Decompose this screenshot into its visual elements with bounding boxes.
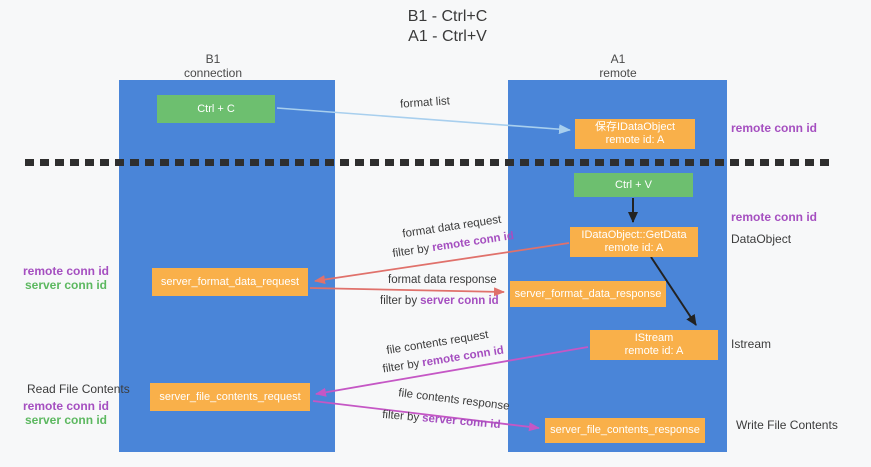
getdata-line2: remote id: A bbox=[604, 242, 664, 254]
lifeline-header-b1: B1 connection bbox=[153, 52, 273, 80]
server-format-data-response-box: server_format_data_response bbox=[510, 281, 666, 307]
left-server-conn-id-top-label: server conn id bbox=[24, 278, 108, 292]
left-conn-id-bottom-group: remote conn id server conn id bbox=[20, 399, 112, 427]
right-remote-conn-id-top-label: remote conn id bbox=[731, 121, 818, 135]
ctrl-c-action-box: Ctrl + C bbox=[157, 95, 275, 123]
filter-by-text: filter by bbox=[391, 242, 431, 260]
left-remote-conn-id-top-label: remote conn id bbox=[22, 264, 109, 278]
server-file-contents-request-box: server_file_contents_request bbox=[150, 383, 310, 411]
lifeline-a1-name: A1 bbox=[610, 52, 626, 66]
left-remote-conn-id-bottom-label: remote conn id bbox=[22, 399, 109, 413]
left-conn-id-top-group: remote conn id server conn id bbox=[20, 264, 112, 292]
istream-side-label: Istream bbox=[731, 337, 772, 351]
istream-line1: IStream bbox=[634, 332, 674, 344]
file-contents-response-label: file contents response bbox=[397, 387, 511, 413]
phase-divider-dashed-line bbox=[25, 159, 830, 166]
lifeline-a1-role: remote bbox=[599, 66, 637, 80]
getdata-line1: IDataObject::GetData bbox=[581, 229, 687, 241]
format-list-label: format list bbox=[399, 95, 451, 111]
filter-by-text: filter by bbox=[381, 408, 420, 425]
ctrl-c-label: Ctrl + C bbox=[197, 102, 235, 115]
filter-by-text: filter by bbox=[381, 357, 421, 376]
dataobject-label: DataObject bbox=[731, 232, 792, 246]
diagram-title: B1 - Ctrl+C A1 - Ctrl+V bbox=[355, 7, 540, 47]
write-file-contents-label: Write File Contents bbox=[736, 418, 838, 432]
lifeline-b1-name: B1 bbox=[205, 52, 221, 66]
server-file-contents-response-label: server_file_contents_response bbox=[550, 424, 700, 436]
ctrl-v-label: Ctrl + V bbox=[615, 178, 652, 191]
right-remote-conn-id-mid-label: remote conn id bbox=[731, 210, 818, 224]
server-format-data-request-label: server_format_data_request bbox=[160, 275, 300, 288]
save-idataobject-line2: remote id: A bbox=[605, 134, 665, 146]
title-line-2: A1 - Ctrl+V bbox=[408, 28, 487, 45]
save-idataobject-box: 保存IDataObject remote id: A bbox=[575, 119, 695, 149]
server-format-data-response-label: server_format_data_response bbox=[514, 287, 662, 300]
save-idataobject-line1: 保存IDataObject bbox=[594, 121, 676, 133]
left-server-conn-id-bottom-label: server conn id bbox=[24, 413, 108, 427]
filter-by-text: filter by bbox=[380, 295, 418, 307]
server-file-contents-response-box: server_file_contents_response bbox=[545, 418, 705, 443]
arrow-format-data-response bbox=[309, 287, 505, 297]
read-file-contents-label: Read File Contents bbox=[27, 382, 130, 396]
server-conn-id-text: server conn id bbox=[420, 295, 499, 307]
server-file-contents-request-label: server_file_contents_request bbox=[159, 390, 301, 403]
format-data-response-label: format data response bbox=[388, 274, 497, 286]
server-conn-id-text: server conn id bbox=[421, 412, 502, 432]
title-line-1: B1 - Ctrl+C bbox=[407, 8, 488, 25]
lifeline-b1-role: connection bbox=[183, 66, 243, 80]
istream-line2: remote id: A bbox=[624, 345, 684, 357]
lifeline-header-a1: A1 remote bbox=[558, 52, 678, 80]
server-format-data-request-box: server_format_data_request bbox=[152, 268, 308, 296]
idataobject-getdata-box: IDataObject::GetData remote id: A bbox=[570, 227, 698, 257]
ctrl-v-action-box: Ctrl + V bbox=[574, 173, 693, 197]
istream-box: IStream remote id: A bbox=[590, 330, 718, 360]
